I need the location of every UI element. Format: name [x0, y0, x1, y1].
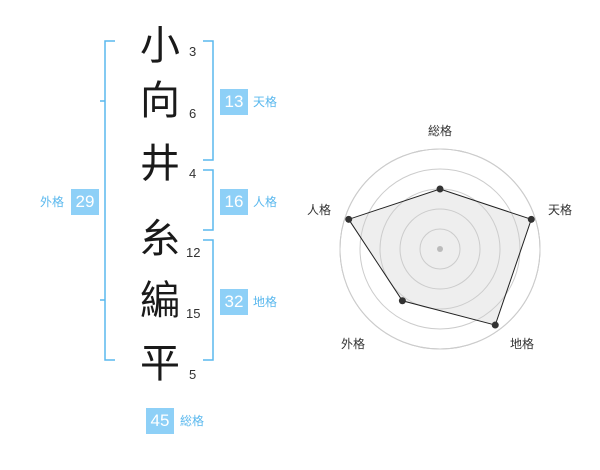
radar-axis-label-jinkaku: 人格: [307, 203, 332, 217]
radar-axis-label-chikaku: 地格: [510, 337, 535, 351]
stroke-count-4: 12: [186, 245, 201, 260]
radar-center-dot: [437, 246, 443, 252]
name-char-5: 編: [140, 278, 180, 324]
radar-data-outline: [347, 188, 532, 326]
soukaku-value: 45: [146, 408, 174, 434]
stroke-count-2: 6: [189, 106, 197, 121]
radar-ring-4: [359, 168, 521, 330]
radar-chart: [339, 148, 541, 350]
radar-ring-2: [399, 208, 481, 290]
radar-point-1: [436, 185, 444, 193]
name-char-2: 向: [140, 78, 180, 124]
tenkaku-label: 天格: [253, 95, 278, 109]
chikaku-value: 32: [220, 289, 248, 315]
radar-axis-label-gaikaku: 外格: [341, 337, 366, 351]
jinkaku-label: 人格: [253, 195, 278, 209]
name-char-3: 井: [140, 141, 180, 187]
stroke-count-3: 4: [189, 166, 197, 181]
name-char-1: 小: [140, 23, 180, 69]
stroke-count-5: 15: [186, 306, 201, 321]
radar-point-2: [527, 215, 535, 223]
radar-axis-label-soukaku: 総格: [428, 124, 453, 138]
radar-point-3: [491, 321, 499, 329]
soukaku-label: 総格: [180, 414, 205, 428]
radar-data-area: [348, 189, 532, 326]
radar-axis-label-tenkaku: 天格: [548, 203, 573, 217]
jinkaku-value: 16: [220, 189, 248, 215]
name-char-6: 平: [140, 341, 180, 387]
chikaku-label: 地格: [253, 295, 278, 309]
gaikaku-bracket: [100, 40, 115, 361]
radar-ring-5: [339, 148, 541, 350]
gaikaku-label: 外格: [40, 195, 65, 209]
jinkaku-bracket: [203, 169, 214, 231]
tenkaku-bracket: [203, 40, 214, 161]
grouping-brackets: [100, 40, 214, 361]
gaikaku-value: 29: [71, 189, 99, 215]
radar-ring-1: [419, 228, 461, 270]
name-char-4: 糸: [140, 216, 180, 262]
radar-point-5: [345, 215, 353, 223]
radar-point-4: [398, 297, 406, 305]
chikaku-bracket: [203, 239, 214, 361]
stroke-count-1: 3: [189, 44, 197, 59]
stroke-count-6: 5: [189, 367, 197, 382]
tenkaku-value: 13: [220, 89, 248, 115]
